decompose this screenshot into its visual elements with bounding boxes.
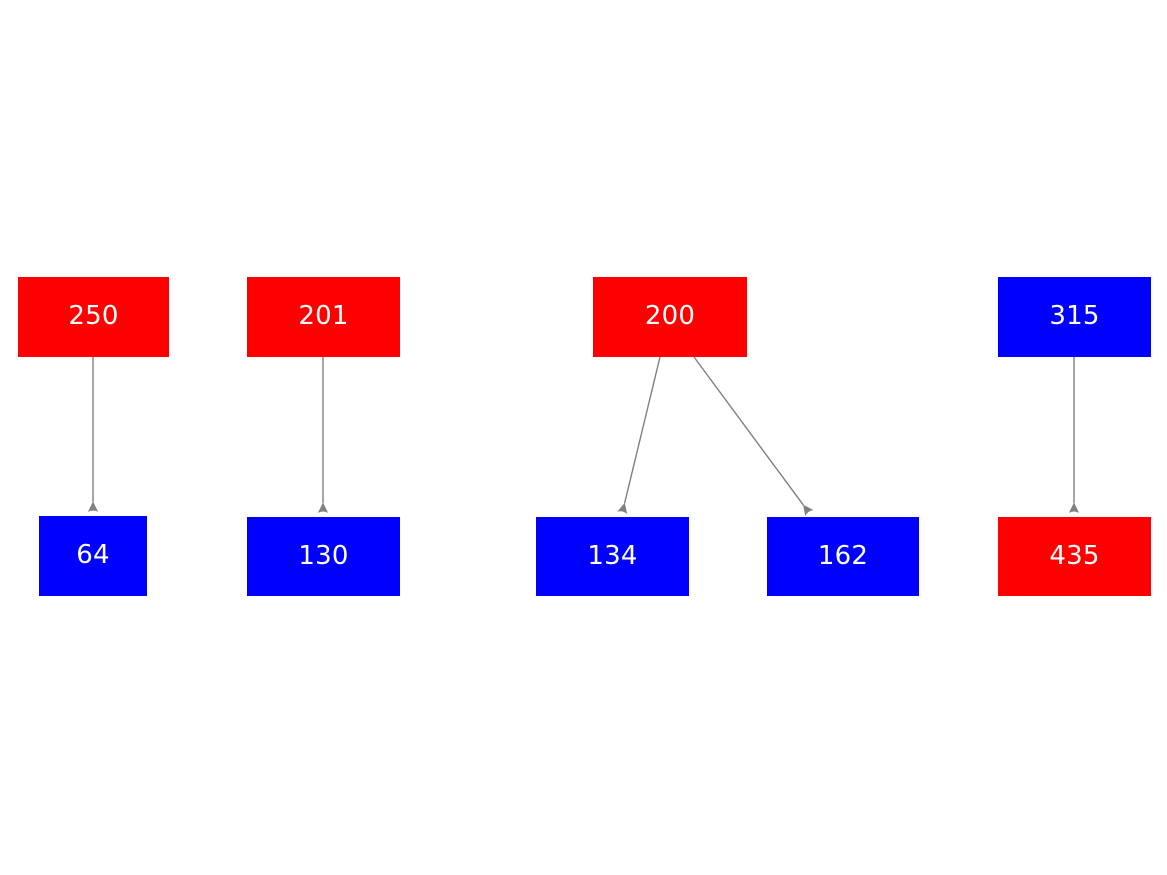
graph-node-label: 64 xyxy=(76,540,110,570)
graph-node-label: 315 xyxy=(1049,301,1100,331)
graph-node[interactable]: 200 xyxy=(593,277,747,357)
graph-node[interactable]: 435 xyxy=(998,517,1151,596)
graph-node-label: 130 xyxy=(298,540,349,571)
graph-node[interactable]: 130 xyxy=(247,517,400,596)
edges-group xyxy=(87,356,1080,517)
graph-node[interactable]: 315 xyxy=(998,277,1151,357)
graph-node[interactable]: 250 xyxy=(18,277,169,357)
graph-edge xyxy=(617,356,661,515)
graph-node-label: 201 xyxy=(298,301,349,331)
graph-node-label: 250 xyxy=(68,301,119,331)
graph-edge xyxy=(693,356,814,517)
graph-node-label: 134 xyxy=(587,540,638,571)
graph-node-label: 435 xyxy=(1049,540,1100,571)
graph-node[interactable]: 162 xyxy=(767,517,919,596)
graph-node[interactable]: 201 xyxy=(247,277,400,357)
graph-node[interactable]: 64 xyxy=(39,516,147,596)
graph-node[interactable]: 134 xyxy=(536,517,689,596)
graph-node-label: 200 xyxy=(644,301,696,331)
graph-node-label: 162 xyxy=(817,540,869,571)
